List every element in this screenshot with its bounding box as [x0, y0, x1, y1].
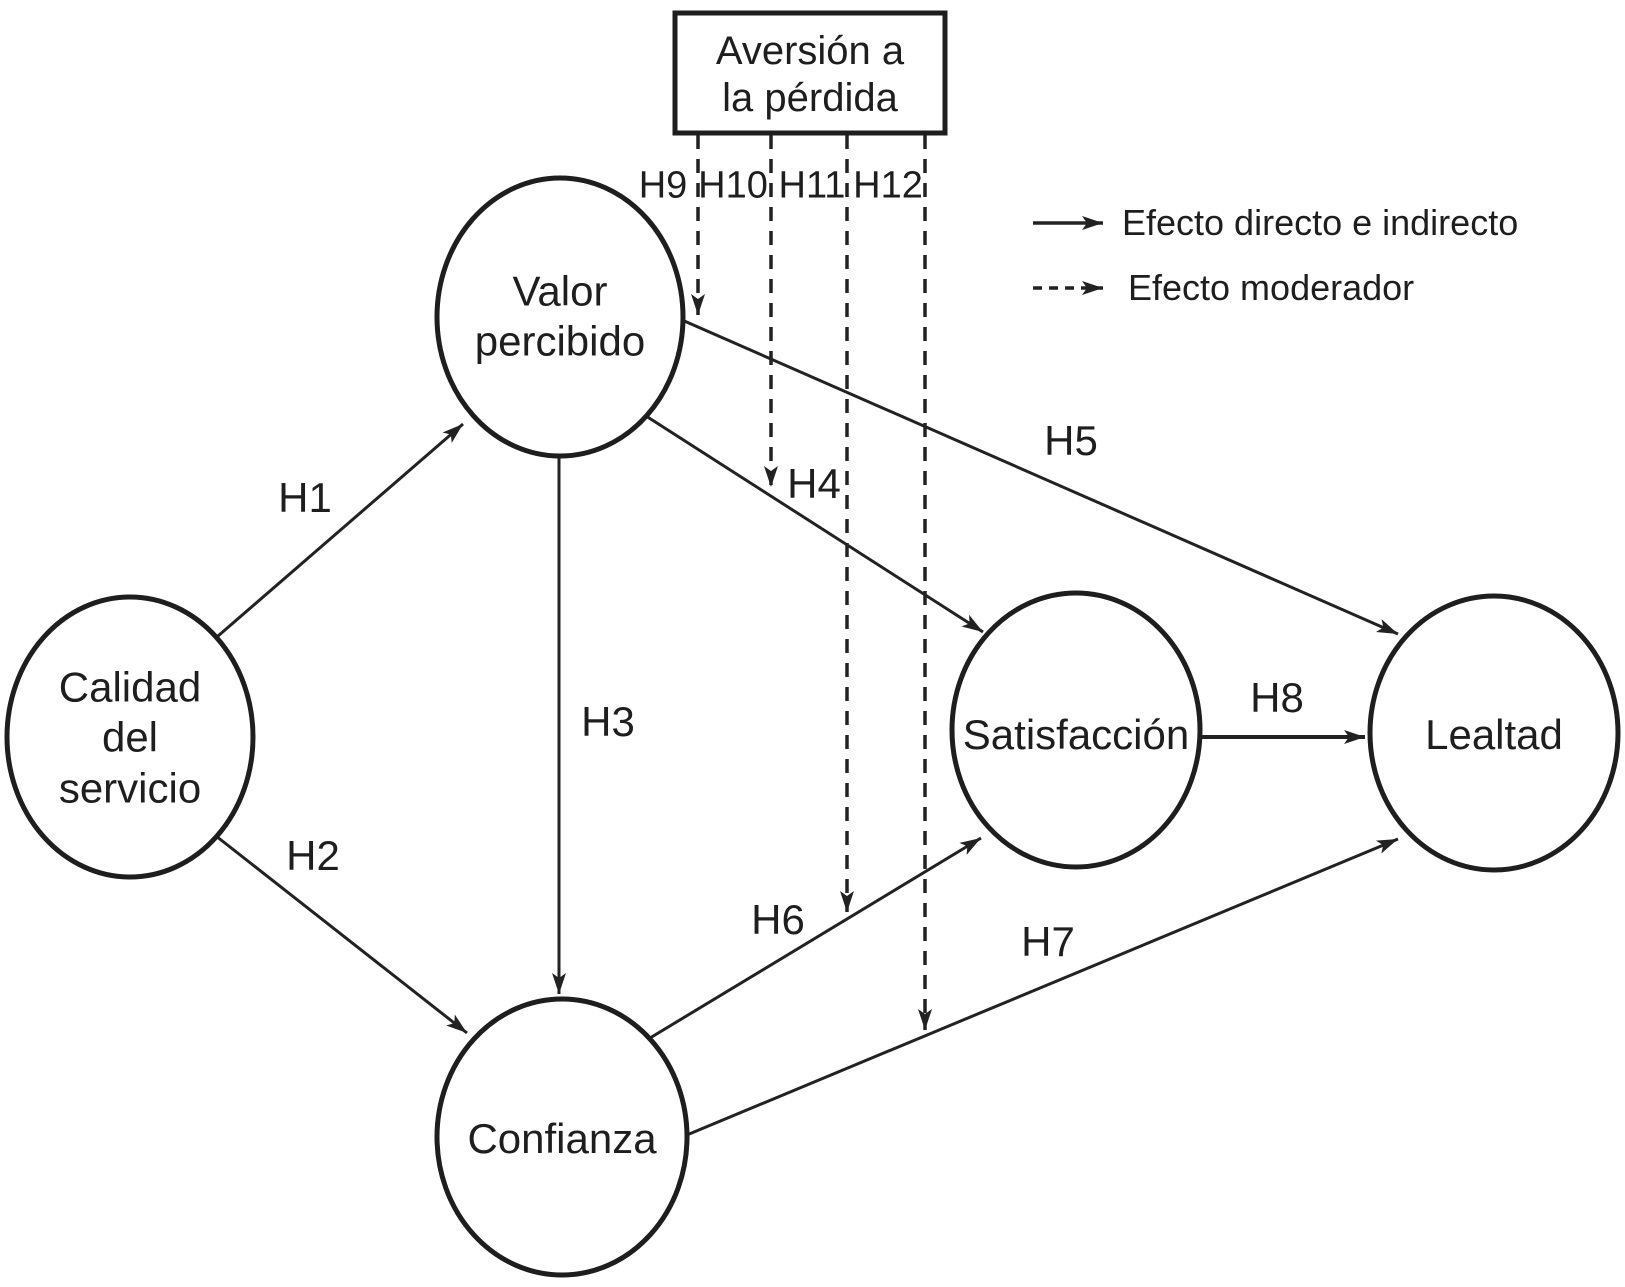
calidad-servicio-ellipse [4, 594, 256, 880]
direct-arrow-h5 [681, 318, 1399, 636]
edge-label-h3: H3 [581, 698, 635, 745]
node-label-confianza: Confianza [467, 1114, 657, 1162]
node-label-calidad-servicio: Calidad del servicio [58, 663, 202, 812]
edge-label-h10: H10 [698, 164, 768, 207]
edge-label-h6: H6 [751, 896, 805, 943]
direct-arrow-h6 [649, 836, 982, 1040]
direct-arrow-h4 [645, 414, 984, 634]
satisfaccion-ellipse [949, 590, 1203, 870]
legend-direct-label: Efecto directo e indirecto [1122, 202, 1519, 243]
edge-label-h8: H8 [1250, 674, 1304, 721]
direct-arrow-h2 [215, 834, 468, 1035]
legend-moderator-label: Efecto moderador [1128, 267, 1415, 308]
valor-percibido-ellipse [434, 175, 686, 459]
node-label-satisfaccion: Satisfacción [962, 710, 1190, 758]
node-label-aversion-perdida: Aversión a la pérdida [715, 28, 905, 120]
edge-label-h2: H2 [286, 832, 340, 879]
direct-arrow-h1 [217, 422, 464, 638]
edge-label-h7: H7 [1021, 918, 1075, 965]
node-label-lealtad: Lealtad [1425, 710, 1563, 758]
direct-arrow-h7 [681, 837, 1399, 1139]
confianza-ellipse [434, 996, 690, 1278]
edge-label-h9: H9 [638, 164, 688, 207]
node-label-valor-percibido: Valor percibido [474, 267, 646, 365]
edge-label-h12: H12 [853, 164, 923, 207]
edge-label-h1: H1 [278, 474, 332, 521]
edge-label-h5: H5 [1044, 417, 1098, 464]
lealtad-ellipse [1367, 593, 1621, 873]
edge-label-h4: H4 [787, 460, 841, 507]
edge-label-h11: H11 [778, 164, 846, 207]
aversion-perdida-box [672, 10, 948, 136]
